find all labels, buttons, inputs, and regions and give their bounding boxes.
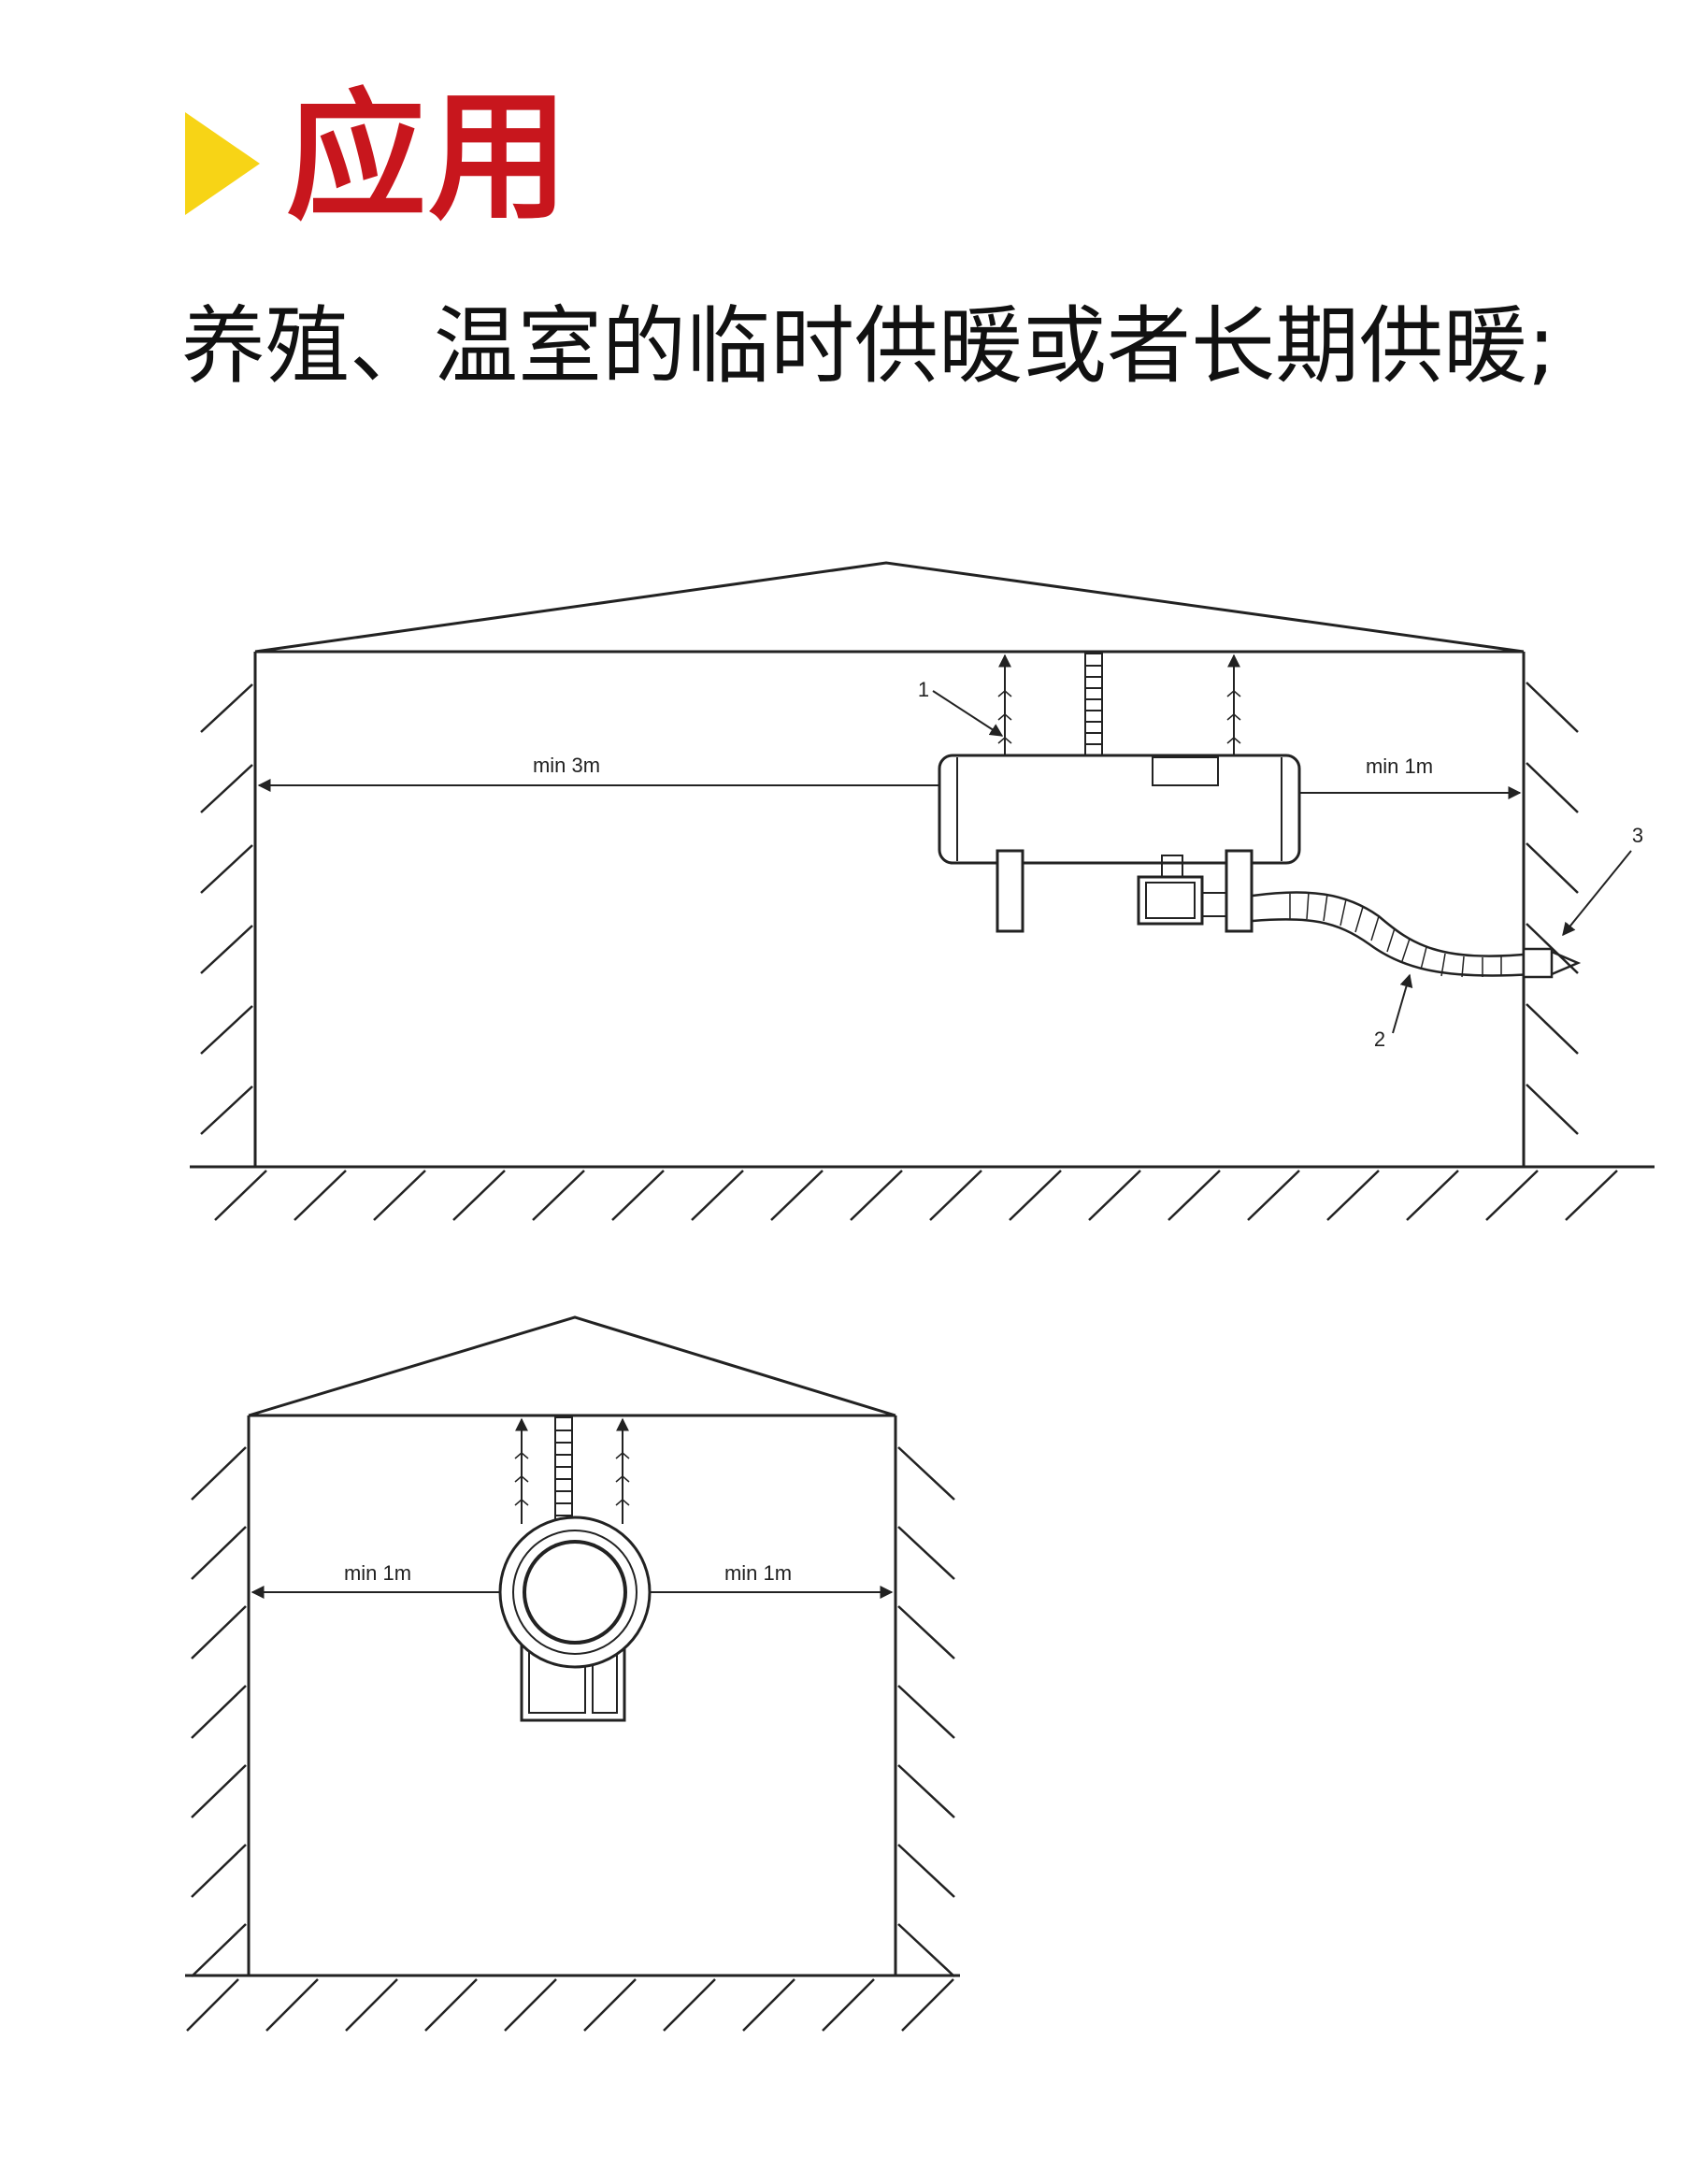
ground-hatching [214,1170,1618,1221]
heading-title: 应用 [286,77,571,239]
callout-2-label: 2 [1374,1027,1385,1051]
side-view [190,561,1655,1221]
suspension-rods [514,1417,630,1524]
label-min-1m-left: min 1m [344,1561,411,1585]
callout-2-leader [1392,973,1413,1034]
callout-3-leader [1562,850,1632,937]
roof [254,561,1525,654]
callout-3-label: 3 [1632,824,1643,847]
triangle-marker-icon [185,112,260,215]
label-min-1m-right: min 1m [1366,754,1433,778]
label-min-3m: min 3m [533,754,600,777]
end-view [185,1315,960,2032]
flue-pipe [1084,653,1103,757]
left-wall-hatching [191,1446,247,1977]
heater-unit [938,754,1301,933]
exhaust-hose [1252,891,1582,979]
ground-hatching [186,1978,954,2032]
flue-pipe [554,1416,573,1530]
roof [248,1315,896,1417]
callout-1-label: 1 [918,678,929,701]
end-view-labels: min 1m min 1m [344,1561,792,1585]
right-wall-hatching [897,1446,955,1977]
callout-1-leader [932,690,1004,737]
label-min-1m-right: min 1m [724,1561,792,1585]
right-wall-hatching [1526,682,1579,1135]
subtitle: 养殖、温室的临时供暖或者长期供暖; [181,297,1556,395]
side-view-labels: min 3m min 1m 1 2 3 [533,678,1643,1051]
heater-end [498,1516,652,1722]
suspension-rods [997,654,1241,759]
left-wall-hatching [200,683,253,1135]
